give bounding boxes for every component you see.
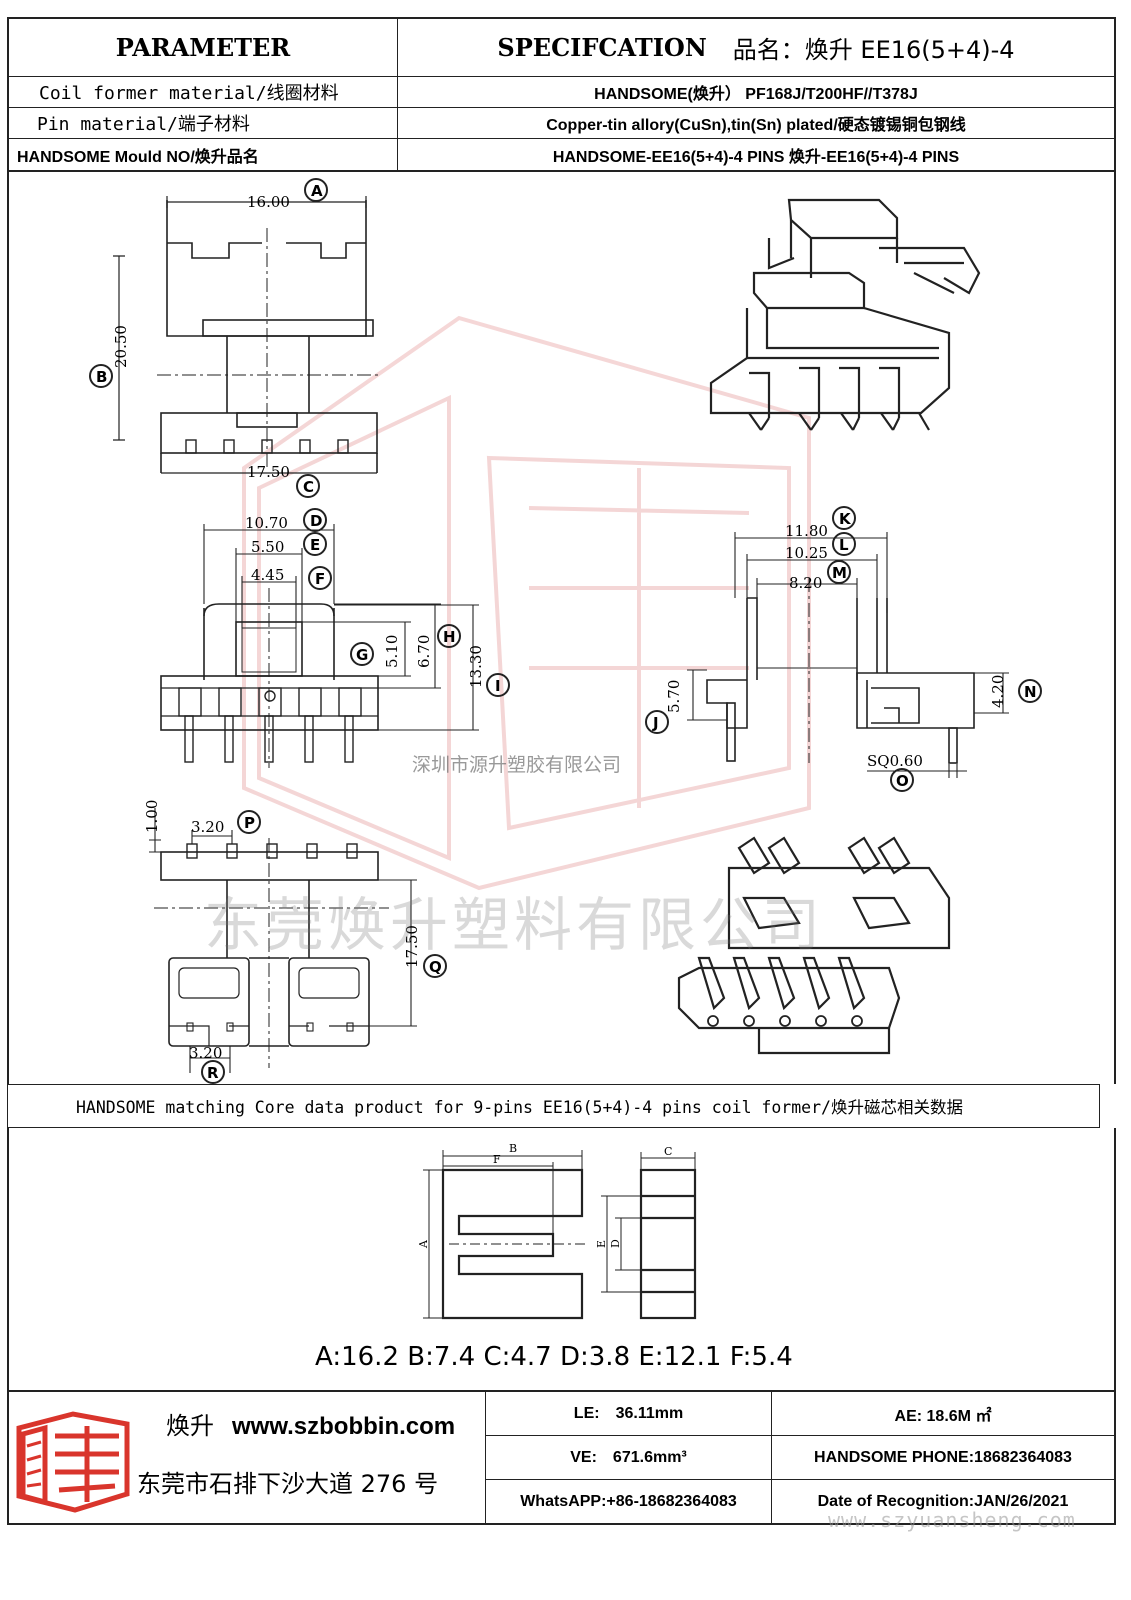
core-label-c: C <box>664 1145 672 1158</box>
core-data-heading: HANDSOME matching Core data product for … <box>7 1084 1100 1128</box>
core-dimensions: A:16.2 B:7.4 C:4.7 D:3.8 E:12.1 F:5.4 <box>315 1342 793 1372</box>
company-address: 东莞市石排下沙大道 276 号 <box>137 1470 439 1498</box>
specification-heading: SPECIFCATION 品名：焕升 EE16(5+4)-4 <box>398 19 1114 76</box>
coil-material-value: HANDSOME(焕升） PF168J/T200HF//T378J <box>594 86 918 103</box>
contact-column: AE: 18.6M ㎡ HANDSOME PHONE:18682364083 D… <box>772 1392 1114 1523</box>
dim-p-side-text: 1.00 <box>143 800 161 833</box>
phone-cell: HANDSOME PHONE:18682364083 <box>772 1436 1114 1480</box>
core-dim-labels: B F C A E D <box>417 1142 672 1249</box>
brand-name: 焕升 <box>166 1412 214 1440</box>
spec-label: SPECIFCATION <box>497 33 707 62</box>
marker-n: N <box>1024 683 1037 701</box>
marker-k: K <box>839 510 852 528</box>
le-label: LE: <box>573 1404 600 1422</box>
marker-i: I <box>495 677 501 695</box>
marker-l: L <box>839 536 849 554</box>
dim-k-text: 11.80 <box>785 522 828 540</box>
marker-m: M <box>832 564 847 582</box>
dim-m-text: 8.20 <box>789 574 822 592</box>
watermark-logo <box>242 315 811 891</box>
dim-l-text: 10.25 <box>785 544 828 562</box>
marker-d: D <box>310 512 322 530</box>
dim-e-text: 5.50 <box>251 538 284 556</box>
ve-cell: VE: 671.6mm³ <box>486 1436 771 1480</box>
dimension-markers: A B C D E F G H I J K L M N O P Q R <box>89 178 1042 1084</box>
marker-h: H <box>443 628 456 646</box>
dim-d-text: 10.70 <box>245 514 288 532</box>
footer-table: 焕升 www.szbobbin.com 东莞市石排下沙大道 276 号 LE: … <box>7 1390 1116 1525</box>
ae-cell: AE: 18.6M ㎡ <box>772 1392 1114 1436</box>
dim-f-text: 4.45 <box>251 566 284 584</box>
technical-drawing: 16.00 20.50 17.50 <box>89 178 1042 1084</box>
coil-material-label: Coil former material/线圈材料 <box>9 77 398 107</box>
brand-line: 焕升 www.szbobbin.com <box>166 1406 455 1441</box>
le-value: 36.11mm <box>615 1404 684 1422</box>
core-label-f: F <box>493 1153 501 1166</box>
core-data-area: B F C A E D A:16.2 B:7.4 C:4.7 D:3.8 E:1… <box>7 1128 1116 1390</box>
ve-value: 671.6mm³ <box>612 1448 687 1466</box>
dim-p-text: 3.20 <box>191 818 224 836</box>
watermark-text: 东莞焕升塑料有限公司 <box>204 891 825 959</box>
dim-b-text: 20.50 <box>112 325 130 368</box>
mould-no-row: HANDSOME Mould NO/焕升品名 HANDSOME-EE16(5+4… <box>9 139 1114 170</box>
marker-a: A <box>311 182 323 200</box>
marker-q: Q <box>429 958 442 976</box>
core-drawing: B F C A E D <box>417 1142 697 1320</box>
company-name-small: 深圳市源升塑胶有限公司 <box>412 754 622 776</box>
dim-g-text: 5.10 <box>383 635 401 668</box>
le-cell: LE: 36.11mm <box>486 1392 771 1436</box>
company-logo <box>16 1411 130 1513</box>
parameter-heading: PARAMETER <box>9 19 398 76</box>
marker-g: G <box>356 646 368 664</box>
dim-o-text: SQ0.60 <box>867 752 923 770</box>
e-core-side <box>639 1168 697 1320</box>
core-label-d: D <box>609 1239 622 1248</box>
isometric-view-top <box>709 198 981 431</box>
core-label-e: E <box>595 1240 608 1248</box>
marker-f: F <box>315 570 325 588</box>
bottom-view: 3.20 1.00 17.50 3.20 <box>143 800 421 1073</box>
side-view: 11.80 10.25 8.20 5.70 4.20 SQ0.60 <box>665 522 1009 778</box>
marker-r: R <box>207 1064 219 1082</box>
marker-o: O <box>896 772 909 790</box>
dim-i-text: 13.30 <box>467 645 485 688</box>
dim-q-text: 17.50 <box>403 925 421 968</box>
pin-material-value: Copper-tin allory(CuSn),tin(Sn) plated/硬… <box>546 117 966 134</box>
coil-material-row: Coil former material/线圈材料 HANDSOME(焕升） P… <box>9 77 1114 108</box>
dim-a-text: 16.00 <box>247 193 290 211</box>
header-title-row: PARAMETER SPECIFCATION 品名：焕升 EE16(5+4)-4 <box>9 19 1114 77</box>
dim-c-text: 17.50 <box>247 463 290 481</box>
url-watermark: www.szyuansheng.com <box>828 1508 1076 1532</box>
pin-material-row: Pin material/端子材料 Copper-tin allory(CuSn… <box>9 108 1114 139</box>
core-params-column: LE: 36.11mm VE: 671.6mm³ WhatsAPP:+86-18… <box>486 1392 772 1523</box>
ve-label: VE: <box>570 1448 597 1466</box>
product-name: 品名：焕升 EE16(5+4)-4 <box>732 36 1015 64</box>
dim-j-text: 5.70 <box>665 680 683 713</box>
company-block: 焕升 www.szbobbin.com 东莞市石排下沙大道 276 号 <box>9 1392 486 1523</box>
marker-j: J <box>652 714 659 732</box>
marker-b: B <box>96 368 107 386</box>
spec-header-table: PARAMETER SPECIFCATION 品名：焕升 EE16(5+4)-4… <box>7 17 1116 172</box>
dim-r-text: 3.20 <box>189 1044 222 1062</box>
isometric-view-bottom <box>677 836 951 1055</box>
technical-drawing-area: 16.00 20.50 17.50 <box>7 168 1116 1084</box>
core-dimension-lines <box>423 1150 696 1319</box>
front-view: 10.70 5.50 4.45 5.10 6.70 13.30 <box>160 514 485 768</box>
pin-material-label: Pin material/端子材料 <box>9 108 398 138</box>
core-label-b: B <box>509 1142 517 1155</box>
date-cell: Date of Recognition:JAN/26/2021 <box>817 1492 1069 1510</box>
marker-e: E <box>310 536 320 554</box>
e-core-front <box>441 1168 584 1320</box>
marker-c: C <box>303 478 314 496</box>
dim-h-text: 6.70 <box>415 635 433 668</box>
core-label-a: A <box>417 1239 430 1249</box>
dim-n-text: 4.20 <box>989 675 1007 708</box>
marker-p: P <box>244 814 255 832</box>
website-link[interactable]: www.szbobbin.com <box>232 1413 456 1440</box>
mould-no-label: HANDSOME Mould NO/焕升品名 <box>9 139 398 170</box>
whatsapp-cell: WhatsAPP:+86-18682364083 <box>520 1492 737 1510</box>
top-view: 16.00 20.50 17.50 <box>112 193 381 481</box>
mould-no-value: HANDSOME-EE16(5+4)-4 PINS 焕升-EE16(5+4)-4… <box>552 148 960 166</box>
